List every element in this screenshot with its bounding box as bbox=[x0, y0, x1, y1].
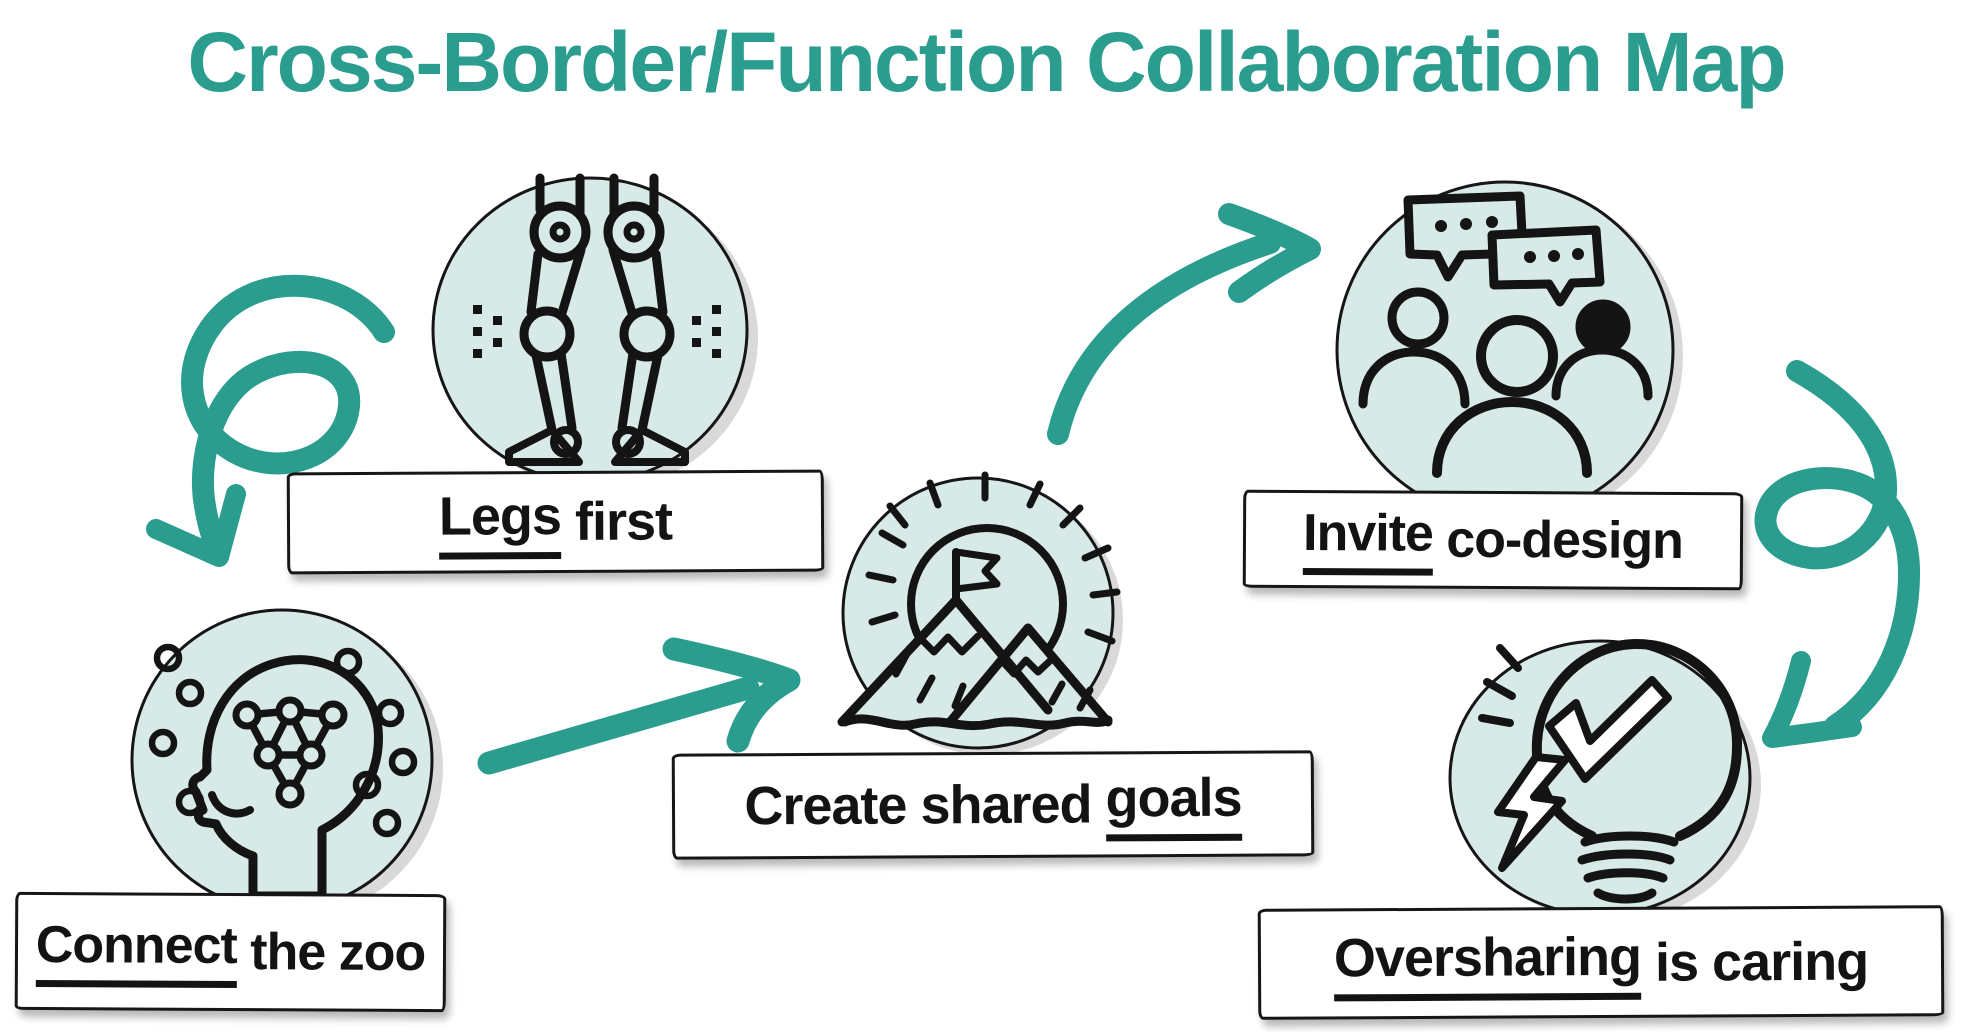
lightbulb-check-icon bbox=[1478, 639, 1743, 904]
label-invite-co-design: Invite co-design bbox=[1242, 489, 1744, 591]
label-connect-the-zoo: Connect the zoo bbox=[14, 891, 447, 1013]
label-text-underlined: Invite bbox=[1302, 503, 1434, 576]
label-legs-first: Legs first bbox=[286, 469, 825, 575]
curve-arrow-goals-to-codesign bbox=[1047, 203, 1321, 445]
head-network-icon bbox=[148, 643, 418, 901]
label-text-underlined: Connect bbox=[35, 914, 237, 989]
label-create-shared-goals: Create shared goals bbox=[671, 750, 1315, 860]
robot-legs-icon bbox=[473, 173, 721, 466]
mountain-flag-icon bbox=[837, 471, 1121, 731]
label-text: co-design bbox=[1432, 510, 1684, 570]
label-text-underlined: Legs bbox=[438, 484, 562, 560]
loop-arrow-codesign-to-oversharing bbox=[1754, 360, 1921, 748]
straight-arrow-zoo-to-goals bbox=[477, 637, 801, 775]
label-text-underlined: goals bbox=[1105, 766, 1242, 842]
label-text: the zoo bbox=[236, 923, 426, 983]
label-text-underlined: Oversharing bbox=[1333, 925, 1642, 1001]
node-circle-legs-first bbox=[431, 176, 758, 490]
loop-arrow-legs-to-zoo bbox=[146, 274, 395, 567]
label-text: Create shared bbox=[744, 774, 1106, 837]
people-chat-icon bbox=[1358, 191, 1653, 478]
label-text: is caring bbox=[1640, 931, 1869, 993]
label-text: first bbox=[560, 491, 673, 552]
label-oversharing-is-caring: Oversharing is caring bbox=[1257, 905, 1945, 1020]
page-title: Cross-Border/Function Collaboration Map bbox=[187, 15, 1786, 109]
